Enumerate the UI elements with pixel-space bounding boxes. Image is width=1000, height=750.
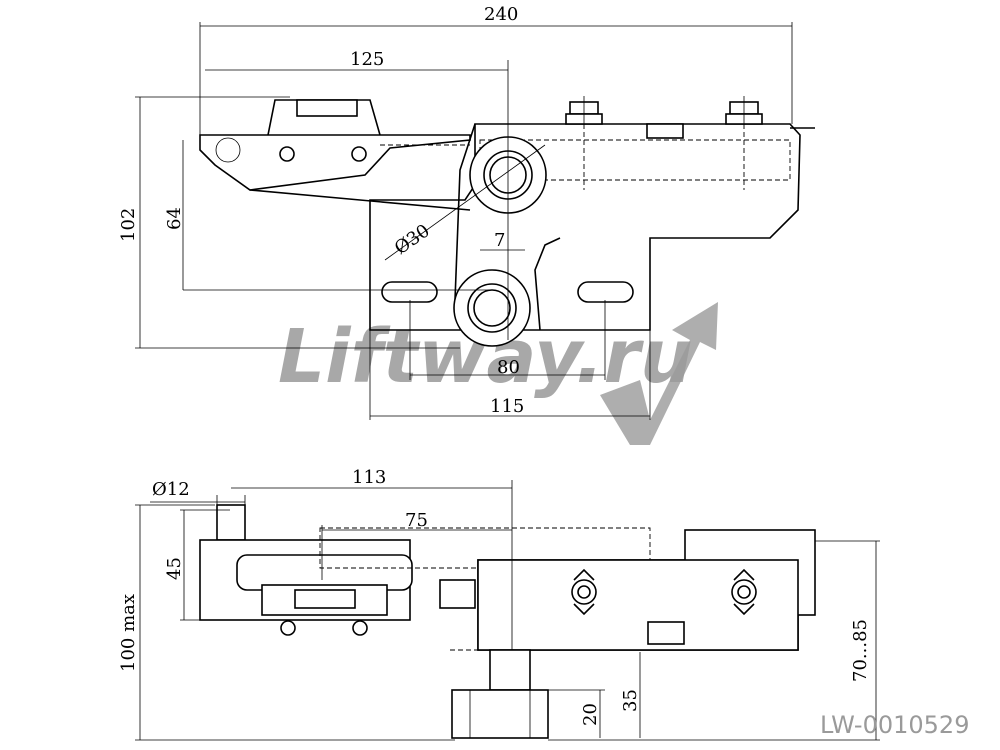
dim-125: 125 [350, 49, 384, 70]
dim-64: 64 [164, 207, 185, 230]
nut-icon [280, 620, 296, 636]
slotted-hole [577, 281, 634, 303]
product-code: LW-0010529 [820, 711, 969, 739]
pivot-lower [453, 269, 531, 347]
main-plate [369, 123, 801, 331]
nut-icon [351, 146, 367, 162]
dim-115: 115 [490, 396, 524, 417]
dim-20: 20 [580, 703, 601, 726]
slot-rect [647, 621, 685, 645]
dim-d30: Ø30 [391, 220, 434, 259]
dim-102: 102 [118, 208, 139, 242]
spacer-block [439, 579, 476, 609]
stud-icon [725, 96, 763, 125]
roller [451, 689, 549, 739]
slot-rect [646, 123, 684, 139]
wingnut-icon [731, 568, 757, 616]
dim-75: 75 [405, 510, 428, 531]
dim-80: 80 [497, 357, 520, 378]
roller-shaft [489, 649, 531, 691]
dim-113: 113 [352, 467, 386, 488]
dim-35: 35 [620, 689, 641, 712]
slotted-hole [381, 281, 438, 303]
top-view: 240 125 102 64 Ø30 7 80 115 [118, 4, 815, 420]
arrow-logo-icon [600, 302, 718, 445]
dim-45: 45 [164, 557, 185, 580]
dim-70-85: 70...85 [850, 619, 871, 682]
left-plate [199, 134, 471, 191]
dim-240: 240 [484, 4, 518, 25]
dim-d12: Ø12 [152, 479, 190, 500]
nut-icon [279, 146, 295, 162]
lever-edge [534, 237, 561, 331]
nut-icon [352, 620, 368, 636]
dim-100-max: 100 max [118, 594, 139, 672]
bracket-slot [294, 589, 356, 609]
stud-icon [565, 96, 603, 125]
wingnut-icon [571, 568, 597, 616]
hole-icon [215, 137, 241, 163]
plate-edge-line [249, 189, 471, 211]
bracket-slot [296, 99, 358, 117]
dim-7: 7 [494, 230, 505, 251]
bottom-view: Ø12 113 75 45 100 max 70...85 35 20 [118, 467, 880, 741]
